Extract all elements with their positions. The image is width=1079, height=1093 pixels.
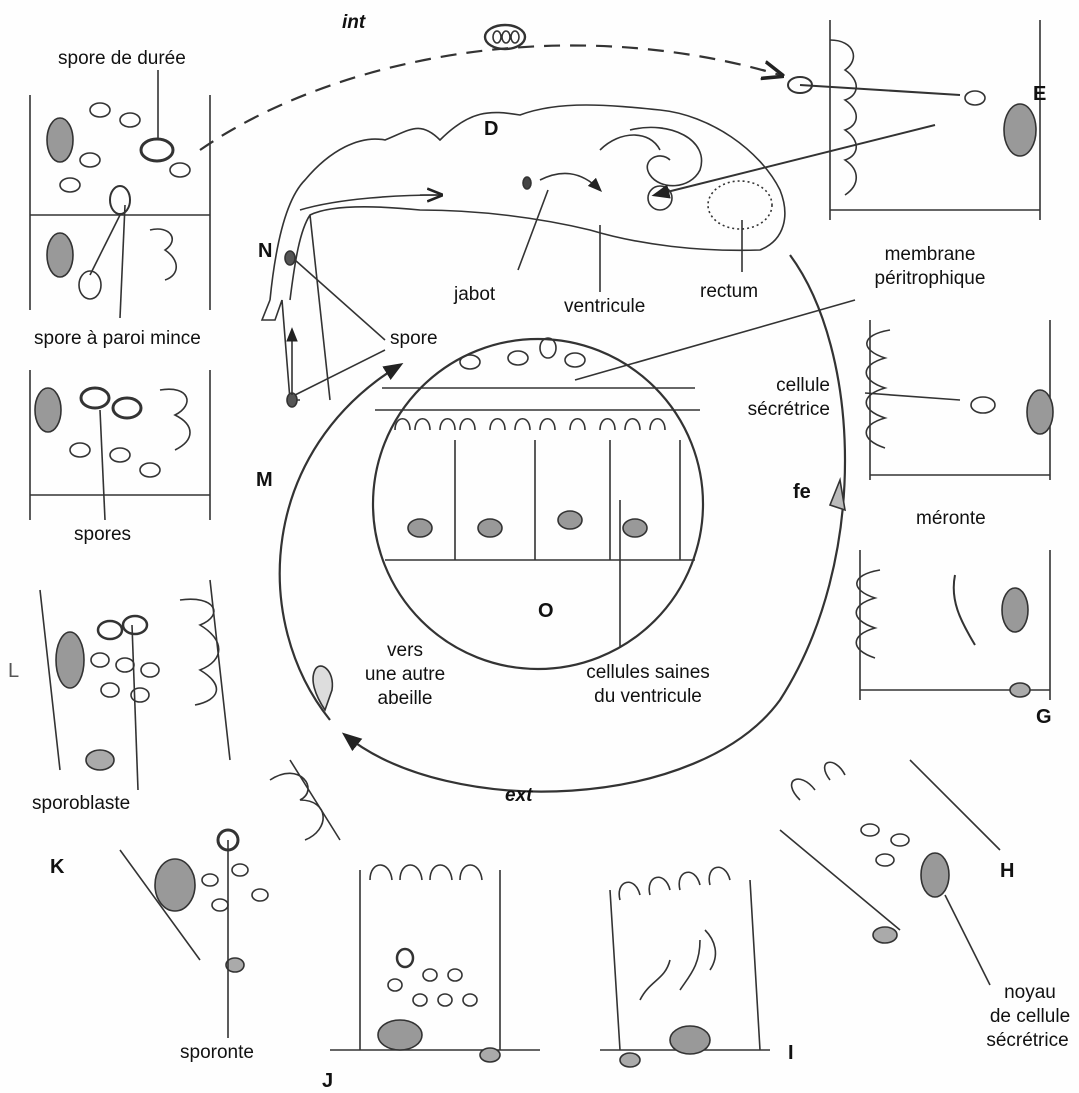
label-vers-3: abeille [350, 688, 460, 710]
label-jabot: jabot [454, 284, 495, 306]
stage-j-cells [330, 865, 540, 1062]
stage-l-cells [40, 580, 230, 770]
route-int-label: int [342, 12, 365, 34]
leader-jabot [518, 190, 548, 270]
stage-label-e: E [1033, 83, 1046, 105]
stage-label-j: J [322, 1070, 333, 1092]
stage-label-g: G [1036, 706, 1052, 728]
stage-label-k: K [50, 856, 64, 878]
label-sporoblaste: sporoblaste [32, 793, 130, 815]
stage-k-cells [120, 760, 340, 972]
label-noyau-1: noyau [985, 982, 1075, 1004]
stage-label-n: N [258, 240, 272, 262]
label-cellule-2: sécrétrice [710, 399, 830, 421]
stage-m-cells [30, 370, 210, 520]
label-vers-1: vers [350, 640, 460, 662]
stage-f-cells [830, 320, 1053, 510]
label-sporonte: sporonte [180, 1042, 254, 1064]
label-spore-duree: spore de durée [58, 48, 186, 70]
label-cellule-1: cellule [740, 375, 830, 397]
stage-label-m: M [256, 469, 273, 491]
stage-h-cells [780, 760, 1000, 985]
label-saines-2: du ventricule [568, 686, 728, 708]
traveling-spore [485, 25, 525, 49]
stage-label-l: L [8, 660, 19, 682]
route-ext-label: ext [505, 785, 532, 807]
label-membrane-1: membrane [870, 244, 990, 266]
stage-label-fe: fe [793, 481, 811, 503]
label-spore-paroi-mince: spore à paroi mince [34, 328, 201, 350]
label-spore: spore [390, 328, 438, 350]
stage-e-cells [655, 20, 1040, 220]
stage-n-cells [30, 95, 210, 310]
stage-label-i: I [788, 1042, 794, 1064]
label-saines-1: cellules saines [568, 662, 728, 684]
label-ventricule: ventricule [564, 296, 645, 318]
leader-sporoblaste [132, 625, 138, 790]
leader-spores [100, 410, 105, 520]
leader-spore [295, 260, 385, 395]
label-meronte: méronte [916, 508, 986, 530]
label-rectum: rectum [700, 281, 758, 303]
label-spores: spores [74, 524, 131, 546]
leader-paroi-mince [120, 205, 125, 318]
label-noyau-2: de cellule [985, 1006, 1075, 1028]
stage-i-cells [600, 867, 770, 1067]
stage-label-o: O [538, 600, 554, 622]
stage-label-h: H [1000, 860, 1014, 882]
stage-label-d: D [484, 118, 498, 140]
label-vers-2: une autre [350, 664, 460, 686]
free-spore [313, 666, 332, 710]
stage-g-cells [856, 550, 1050, 700]
label-noyau-3: sécrétrice [980, 1030, 1075, 1052]
label-membrane-2: péritrophique [855, 268, 1005, 290]
